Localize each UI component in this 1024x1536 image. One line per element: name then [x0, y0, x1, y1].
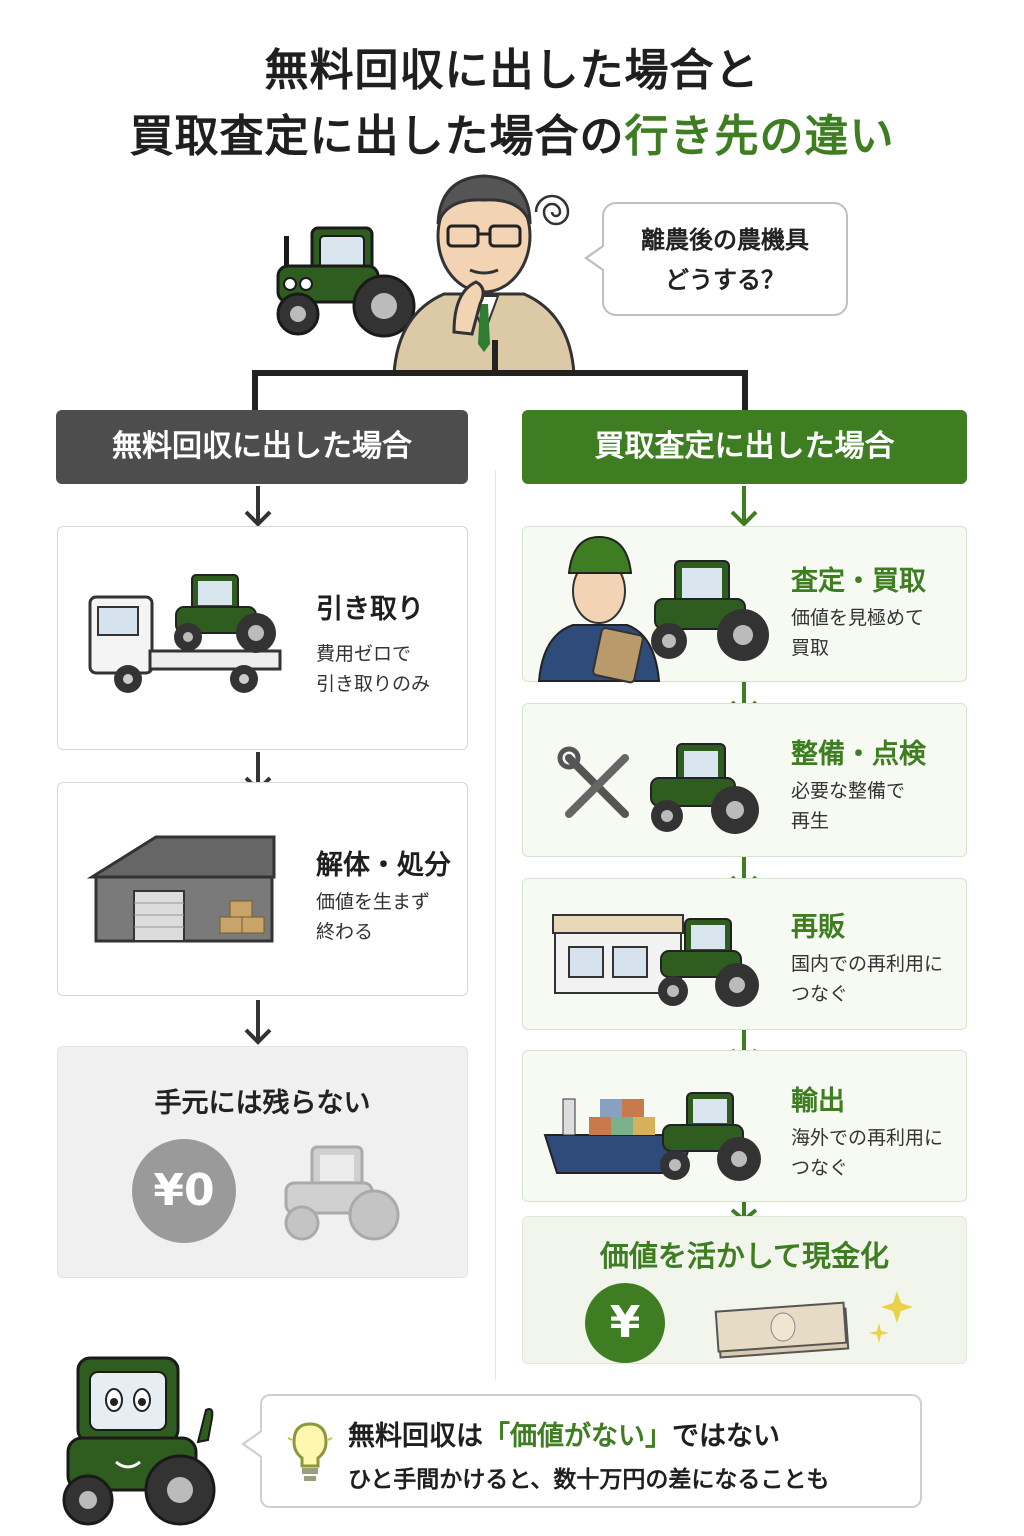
connector-horizontal	[252, 370, 748, 376]
tip-line2: ひと手間かけると、数十万円の差になることも	[348, 1467, 830, 1493]
tip-line1-suffix: ではない	[672, 1421, 780, 1452]
arrow-down-icon	[244, 1000, 272, 1045]
right-step-title: 再販	[791, 912, 845, 943]
right-column-header: 買取査定に出した場合	[522, 410, 967, 484]
left-step-dismantle-card: 解体・処分 価値を生まず 終わる	[57, 782, 468, 996]
sparkle-icon	[869, 1291, 913, 1343]
speech-bubble-line2: どうする？	[665, 266, 785, 294]
connector-vertical-left	[252, 370, 258, 412]
left-column-header: 無料回収に出した場合	[56, 410, 468, 484]
connector-vertical-center	[492, 340, 498, 374]
left-result-card: 手元には残らない ¥0	[57, 1046, 468, 1278]
left-step-title: 引き取り	[316, 594, 424, 625]
speech-bubble-tail-fill	[588, 246, 605, 270]
arrow-down-icon	[730, 486, 758, 527]
right-step-title: 整備・点検	[791, 739, 926, 770]
faded-tractor-icon	[284, 1145, 400, 1241]
tractor-illustration-top	[276, 226, 416, 338]
lightbulb-icon	[287, 1422, 333, 1481]
mascot-tractor-icon	[62, 1356, 216, 1526]
warehouse-illustration	[86, 835, 276, 943]
yen-badge: ¥	[585, 1283, 665, 1363]
page-title-line1: 無料回収に出した場合と	[264, 45, 760, 96]
tip-line1-quote: 「価値がない」	[483, 1421, 672, 1452]
page-title-line2-accent: 行き先の違い	[624, 111, 895, 162]
left-step-pickup-card: 引き取り 費用ゼロで 引き取りのみ	[57, 526, 468, 750]
right-result-card: 価値を活かして現金化 ¥	[522, 1216, 967, 1364]
left-step-desc: 費用ゼロで 引き取りのみ	[316, 643, 431, 695]
page-title-line2: 買取査定に出した場合の行き先の違い	[0, 100, 1024, 164]
tip-callout: 無料回収は「価値がない」ではない ひと手間かけると、数十万円の差になることも	[260, 1394, 922, 1508]
right-step-resale-card: 再販 国内での再利用に つなぐ	[522, 878, 967, 1030]
right-step-desc: 価値を見極めて 買取	[791, 607, 925, 659]
arrow-down-icon	[244, 486, 272, 527]
left-step-desc: 価値を生まず 終わる	[316, 891, 431, 943]
tractor-icon	[650, 743, 759, 834]
right-step-maintenance-card: 整備・点検 必要な整備で 再生	[522, 703, 967, 857]
speech-bubble-line1: 離農後の農機具	[641, 226, 809, 254]
right-result-title: 価値を活かして現金化	[599, 1239, 890, 1273]
truck-with-tractor-illustration	[88, 574, 282, 693]
left-step-title: 解体・処分	[316, 850, 451, 881]
tip-line1-prefix: 無料回収は	[348, 1421, 483, 1452]
tip-bubble-tail-fill	[245, 1432, 262, 1456]
appraiser-with-tractor-illustration	[537, 535, 769, 684]
right-step-appraisal-card: 査定・買取 価値を見極めて 買取	[522, 526, 967, 684]
wrench-screwdriver-icon	[557, 746, 629, 818]
tip-line1: 無料回収は「価値がない」ではない	[348, 1414, 780, 1453]
speech-bubble: 離農後の農機具 どうする？	[602, 202, 848, 316]
thinking-swirl-icon	[534, 194, 570, 226]
page-title-line2-main: 買取査定に出した場合の	[129, 111, 625, 162]
left-result-title: 手元には残らない	[154, 1088, 371, 1119]
right-step-title: 輸出	[791, 1086, 845, 1117]
connector-vertical-right	[742, 370, 748, 412]
zero-yen-badge: ¥0	[132, 1139, 236, 1243]
farmer-illustration	[392, 174, 576, 376]
right-step-export-card: 輸出 海外での再利用に つなぐ	[522, 1050, 967, 1202]
ship-with-tractor-illustration	[543, 1092, 761, 1181]
right-step-title: 査定・買取	[791, 566, 926, 597]
right-step-desc: 国内での再利用に つなぐ	[791, 953, 944, 1005]
column-divider	[495, 470, 496, 1380]
shop-with-tractor-illustration	[552, 914, 759, 1007]
right-step-desc: 必要な整備で 再生	[791, 780, 906, 832]
right-step-desc: 海外での再利用に つなぐ	[791, 1127, 944, 1179]
cash-stack-icon	[714, 1301, 850, 1359]
